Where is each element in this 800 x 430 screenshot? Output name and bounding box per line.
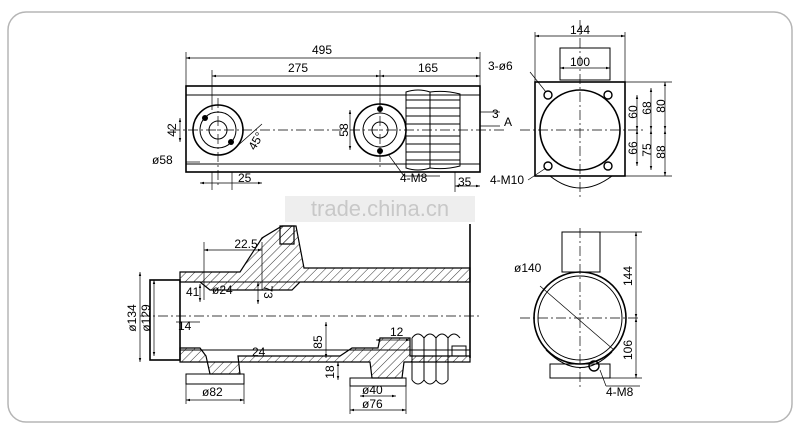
dim-h68: 68: [640, 101, 654, 115]
side-view: 144 100 3-ø6 60 68 80 66 75 88 4-M10: [488, 20, 672, 200]
dim-h60: 60: [626, 105, 640, 119]
dim-w144: 144: [570, 23, 590, 37]
dim-dia-left: ø58: [152, 153, 173, 167]
dim-d85: 85: [311, 335, 325, 349]
dim-d82: ø82: [202, 385, 223, 399]
dim-d24: ø24: [212, 283, 233, 297]
dim-mid: 275: [288, 61, 308, 75]
end-view: ø140 144 106 4-M8: [514, 228, 642, 399]
dim-h80: 80: [654, 99, 668, 113]
dim-d18: 18: [323, 365, 337, 379]
dim-hole-h: 58: [337, 123, 351, 137]
dim-m10: 4-M10: [490, 173, 524, 187]
dim-tail: 35: [458, 175, 472, 189]
dim-d129: ø129: [139, 304, 153, 332]
sheet-border: [7, 11, 793, 423]
dim-m8: 4-M8: [606, 385, 634, 399]
dim-d41: 41: [186, 285, 200, 299]
top-view: 495 275 165 42 ø58 45° 25 58 4-M8 35 3 A: [152, 43, 512, 192]
section-view: 22.5 41 ø24 73 ø134 ø129 14 24 85 12 18 …: [125, 224, 480, 414]
dim-height-left: 42: [165, 123, 179, 137]
dim-d40: ø40: [362, 383, 383, 397]
dim-w225: 22.5: [234, 237, 258, 251]
dim-d14: 14: [178, 319, 192, 333]
dim-bottom: 25: [238, 171, 252, 185]
dim-d140: ø140: [514, 261, 542, 275]
dim-h66: 66: [626, 141, 640, 155]
dim-holes: 3-ø6: [488, 59, 513, 73]
dim-h144: 144: [621, 266, 635, 286]
dim-angle: 45°: [245, 130, 266, 153]
dim-overall: 495: [312, 43, 332, 57]
dim-d76: ø76: [362, 397, 383, 411]
dim-d134: ø134: [125, 304, 139, 332]
view-arrow-label: A: [504, 115, 512, 129]
dim-offset: 3: [492, 107, 499, 121]
dim-h106: 106: [621, 340, 635, 360]
dim-d73: 73: [261, 285, 275, 299]
dim-h75: 75: [640, 143, 654, 157]
dim-w100: 100: [570, 55, 590, 69]
watermark-band: [285, 196, 475, 222]
dim-d24b: 24: [252, 345, 266, 359]
dim-d12: 12: [390, 325, 404, 339]
dim-right: 165: [418, 61, 438, 75]
watermark-text: trade.china.cn: [311, 196, 449, 221]
dim-h88: 88: [654, 145, 668, 159]
dim-bolt: 4-M8: [400, 171, 428, 185]
